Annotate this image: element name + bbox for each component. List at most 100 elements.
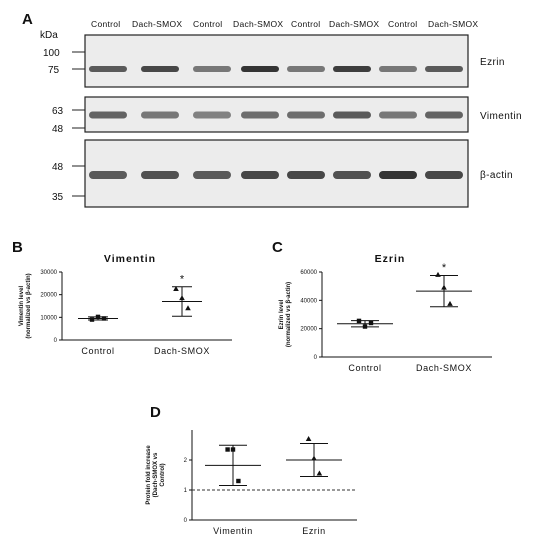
lane-label-2: Dach-SMOX [132, 19, 182, 29]
panel-d-letter: D [150, 404, 161, 421]
data-point [230, 447, 236, 452]
blot-band [379, 66, 417, 72]
lane-label-5: Control [291, 19, 321, 29]
y-axis-label: Protein fold increase(Dach-SMOX vsContro… [146, 445, 166, 505]
y-axis-label: Vimentin level(normalized vs β-actin) [19, 273, 32, 338]
y-tick-label: 10000 [40, 315, 57, 321]
data-point [447, 300, 453, 306]
x-category-label: Dach-SMOX [154, 346, 210, 356]
y-tick-label: 20000 [300, 327, 317, 333]
y-axis-label-line: (Dach-SMOX vs [153, 452, 159, 497]
band-group [89, 111, 463, 119]
blot-vimentin: 63 48 Vimentin [52, 96, 522, 135]
blot-ezrin: 100 75 Ezrin [43, 34, 505, 88]
lane-label-3: Control [193, 19, 223, 29]
marker-label: 48 [52, 162, 64, 173]
y-tick-label: 2 [184, 458, 188, 464]
chart-title: Ezrin [375, 253, 406, 265]
y-axis-label-line: (normalized vs β-actin) [286, 282, 292, 347]
lane-label-7: Control [388, 19, 418, 29]
blot-band [333, 66, 371, 72]
panel-a: A kDa Control Dach-SMOX Control Dach-SMO… [22, 11, 522, 208]
marker-label: 75 [48, 65, 60, 76]
blot-band [241, 66, 279, 72]
data-point [101, 316, 107, 321]
blot-band [287, 66, 325, 72]
x-category-label: Vimentin [213, 526, 253, 536]
panel-a-letter: A [22, 11, 33, 28]
x-category-label: Dach-SMOX [416, 363, 472, 373]
lane-labels: Control Dach-SMOX Control Dach-SMOX Cont… [91, 19, 478, 29]
significance-label: * [442, 262, 447, 274]
blot-band [379, 111, 417, 119]
blot-band [193, 111, 231, 119]
lane-label-4: Dach-SMOX [233, 19, 283, 29]
y-tick-label: 0 [54, 338, 58, 344]
blot-band [425, 111, 463, 119]
blot-band [193, 66, 231, 72]
data-point [236, 478, 241, 484]
y-tick-label: 20000 [40, 293, 57, 299]
y-axis-label-line: Protein fold increase [146, 445, 152, 505]
blot-protein-label: Vimentin [480, 111, 522, 122]
data-point [316, 470, 323, 476]
y-tick-label: 0 [184, 518, 188, 524]
marker-label: 48 [52, 124, 64, 135]
chart-fold-increase: 0 1 2 Protein fold increase(Dach-SMOX vsCon… [146, 430, 357, 536]
blot-band [241, 111, 279, 119]
blot-band [425, 66, 463, 72]
data-point [89, 317, 95, 322]
blot-band [333, 171, 371, 179]
y-tick-label: 40000 [300, 298, 317, 304]
blot-band [141, 171, 179, 179]
y-tick-label: 0 [314, 355, 318, 361]
lane-label-1: Control [91, 19, 121, 29]
y-axis-label-line: Control) [160, 463, 166, 486]
data-point [173, 286, 179, 291]
data-point [441, 284, 447, 290]
blot-band [241, 171, 279, 179]
x-category-label: Ezrin [302, 526, 326, 536]
panel-b-letter: B [12, 239, 23, 256]
data-point [95, 314, 101, 320]
kda-label: kDa [40, 30, 58, 41]
data-point [368, 320, 374, 326]
blot-protein-label: β-actin [480, 170, 513, 181]
data-point [435, 271, 441, 277]
y-axis-label-line: Vimentin level [19, 286, 25, 327]
data-point [356, 318, 362, 324]
blot-band [333, 111, 371, 119]
marker-label: 63 [52, 106, 64, 117]
y-tick-label: 30000 [40, 270, 57, 276]
x-category-label: Control [348, 363, 381, 373]
data-point [311, 455, 317, 461]
data-point [179, 295, 185, 301]
data-point [305, 436, 312, 441]
data-point [225, 447, 230, 452]
blot-band [425, 171, 463, 179]
x-category-label: Control [81, 346, 114, 356]
y-tick-label: 1 [184, 488, 188, 494]
blot-band [89, 66, 127, 72]
y-axis-label-line: (normalized vs β-actin) [26, 273, 32, 338]
blot-band [287, 111, 325, 119]
lane-label-6: Dach-SMOX [329, 19, 379, 29]
blot-band [193, 171, 231, 179]
y-axis-label-line: Ezrin level [279, 299, 285, 329]
blot-band [141, 66, 179, 72]
data-point [185, 305, 191, 311]
chart-title: Vimentin [104, 253, 156, 265]
band-group [89, 66, 463, 72]
blot-beta-actin: 48 35 β-actin [52, 139, 513, 208]
lane-label-8: Dach-SMOX [428, 19, 478, 29]
marker-label: 35 [52, 192, 64, 203]
blot-band [89, 111, 127, 119]
y-tick-label: 60000 [300, 270, 317, 276]
blot-protein-label: Ezrin [480, 57, 505, 68]
blot-band [89, 171, 127, 179]
y-axis-label: Ezrin level(normalized vs β-actin) [279, 282, 292, 347]
